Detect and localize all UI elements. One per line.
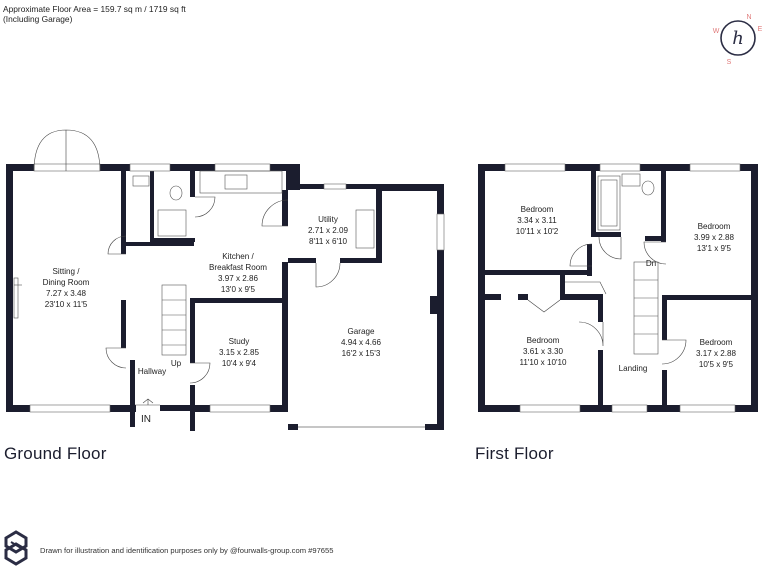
bedroom-4-imperial: 10'5 x 9'5 (699, 360, 734, 369)
first-floor-room-labels: Bedroom 3.34 x 3.11 10'11 x 10'2 Bedroom… (516, 205, 737, 373)
stairs-down-label: Dn (646, 259, 656, 268)
first-floor-windows (504, 163, 741, 413)
study-name: Study (229, 337, 251, 346)
landing-label: Landing (619, 364, 648, 373)
ground-floor-windows (29, 163, 445, 428)
utility-metric: 2.71 x 2.09 (308, 226, 349, 235)
first-floor-walls (478, 164, 758, 412)
ground-floor-doors (33, 129, 341, 406)
study-imperial: 10'4 x 9'4 (222, 359, 257, 368)
ground-floor-title: Ground Floor (4, 444, 107, 463)
study-metric: 3.15 x 2.85 (219, 348, 260, 357)
sitting-room-metric: 7.27 x 3.48 (46, 289, 87, 298)
floor-area-text: Approximate Floor Area = 159.7 sq m / 17… (3, 4, 186, 14)
first-floor-title: First Floor (475, 444, 554, 463)
compass-icon: h N E S W (713, 14, 763, 66)
sitting-room-name1: Sitting / (53, 267, 81, 276)
bedroom-1-name: Bedroom (521, 205, 554, 214)
bedroom-3-imperial: 11'10 x 10'10 (519, 358, 567, 367)
compass-ring (720, 20, 756, 56)
bedroom-2-name: Bedroom (698, 222, 731, 231)
sitting-room-imperial: 23'10 x 11'5 (45, 300, 88, 309)
ground-floor-room-labels: Sitting / Dining Room 7.27 x 3.48 23'10 … (43, 215, 382, 425)
sitting-room-name2: Dining Room (43, 278, 90, 287)
compass-north: N (746, 14, 751, 21)
footer-disclaimer: Drawn for illustration and identificatio… (40, 546, 334, 555)
compass-west: W (713, 28, 720, 35)
compass-south: S (727, 59, 732, 66)
fourwalls-logo-icon (4, 530, 28, 566)
compass-mark: h (732, 28, 744, 49)
compass-east: E (758, 26, 763, 33)
bedroom-4-metric: 3.17 x 2.88 (696, 349, 737, 358)
garage-imperial: 16'2 x 15'3 (342, 349, 381, 358)
entrance-label: IN (141, 414, 151, 425)
first-floor-doors (527, 236, 687, 365)
floor-area-header: Approximate Floor Area = 159.7 sq m / 17… (3, 4, 186, 24)
bedroom-1-imperial: 10'11 x 10'2 (516, 227, 559, 236)
bedroom-2-imperial: 13'1 x 9'5 (697, 244, 732, 253)
garage-metric: 4.94 x 4.66 (341, 338, 382, 347)
first-floor-fixtures (597, 173, 659, 355)
ground-floor-fixtures (13, 170, 375, 356)
garage-name: Garage (348, 327, 375, 336)
bedroom-4-name: Bedroom (700, 338, 733, 347)
bedroom-3-name: Bedroom (527, 336, 560, 345)
kitchen-name2: Breakfast Room (209, 263, 267, 272)
stairs-up-label: Up (171, 359, 182, 368)
kitchen-imperial: 13'0 x 9'5 (221, 285, 256, 294)
utility-name: Utility (318, 215, 339, 224)
bedroom-3-metric: 3.61 x 3.30 (523, 347, 564, 356)
hallway-label: Hallway (138, 367, 167, 376)
kitchen-name1: Kitchen / (222, 252, 254, 261)
floor-area-note: (Including Garage) (3, 14, 73, 24)
bedroom-1-metric: 3.34 x 3.11 (517, 216, 557, 225)
bedroom-2-metric: 3.99 x 2.88 (694, 233, 735, 242)
utility-imperial: 8'11 x 6'10 (309, 237, 348, 246)
kitchen-metric: 3.97 x 2.86 (218, 274, 259, 283)
